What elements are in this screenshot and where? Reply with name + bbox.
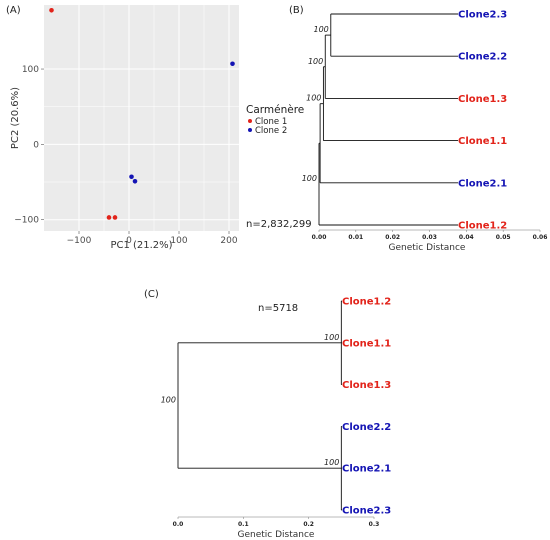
- tip-label: Clone1.3: [458, 94, 507, 105]
- axis-tick-label: 0.2: [303, 521, 314, 528]
- pca-point-clone2: [129, 174, 134, 180]
- axis-tick-label: 0.00: [312, 234, 327, 241]
- pca-points: [49, 7, 235, 220]
- bootstrap-label: 100: [308, 57, 323, 66]
- axis-tick-label: 0.02: [385, 234, 400, 241]
- axis-tick-label: 0.04: [459, 234, 474, 241]
- tree-b: 100 100 100 100 Clone2.3Clone2.2Clone1.3Clon…: [302, 10, 508, 232]
- tip-label: Clone1.3: [342, 380, 391, 391]
- legend-title: Carménère: [246, 104, 304, 116]
- pca-plot-area: [44, 5, 239, 231]
- tip-label: Clone1.2: [342, 297, 391, 308]
- pca-x-tick-label: 0: [126, 236, 132, 246]
- bootstrap-label: 100: [324, 458, 339, 467]
- tip-label: Clone1.1: [458, 136, 507, 147]
- tip-label: Clone1.2: [458, 221, 507, 232]
- pca-gridlines: [44, 5, 239, 231]
- pca-point-clone1: [49, 7, 54, 13]
- pca-point-clone2: [132, 178, 138, 184]
- tree-b-axis: 0.00 0.01 0.02 0.03 0.04 0.05 0.06: [312, 229, 548, 241]
- bootstrap-label: 100: [324, 333, 339, 342]
- pca-y-tick-label: −100: [14, 216, 39, 226]
- pca-x-tick-label: 200: [220, 236, 237, 246]
- pca-sample-count: n=2,832,299: [246, 219, 312, 230]
- tree-c: 100 100 100 Clone1.2Clone1.1Clone1.3Clone2.…: [161, 297, 392, 517]
- bootstrap-label: 100: [306, 94, 321, 103]
- axis-tick-label: 0.06: [533, 234, 548, 241]
- axis-tick-label: 0.0: [173, 521, 184, 528]
- pca-tick-labels: −100 0 100 200 −100 0 100: [14, 65, 238, 246]
- panel-a: (A) −100 0 100 200 −100 0 100 PC1 (21.2%) PC2 …: [6, 5, 312, 251]
- tip-label: Clone1.1: [342, 338, 391, 349]
- axis-tick-label: 0.03: [422, 234, 437, 241]
- tip-label: Clone2.2: [342, 422, 391, 433]
- pca-x-tick-label: 100: [170, 236, 187, 246]
- tip-label: Clone2.3: [458, 10, 507, 21]
- axis-tick-label: 0.3: [369, 521, 380, 528]
- tip-label: Clone2.1: [342, 464, 391, 475]
- axis-tick-label: 0.05: [496, 234, 511, 241]
- tree-c-axis: 0.0 0.1 0.2 0.3: [173, 516, 380, 528]
- tree-c-sample-count: n=5718: [258, 303, 298, 314]
- tip-label: Clone2.2: [458, 52, 507, 63]
- tip-label: Clone2.3: [342, 506, 391, 517]
- panel-a-label: (A): [6, 5, 21, 16]
- tree-b-axis-title: Genetic Distance: [389, 243, 466, 253]
- axis-tick-label: 0.01: [348, 234, 363, 241]
- pca-x-tick-label: −100: [67, 236, 92, 246]
- legend-clone2-label: Clone 2: [255, 126, 287, 136]
- pca-point-clone2: [230, 61, 235, 67]
- panel-c-label: (C): [144, 289, 159, 300]
- legend-clone1-label: Clone 1: [255, 117, 287, 127]
- pca-y-axis-title: PC2 (20.6%): [10, 87, 21, 149]
- pca-point-clone1: [106, 215, 112, 220]
- axis-tick-label: 0.1: [238, 521, 249, 528]
- panel-c: (C) n=5718 100 100 100 Clone1.2Clone1.1Clon…: [144, 289, 391, 540]
- pca-y-tick-label: 100: [22, 65, 39, 75]
- panel-b-label: (B): [289, 5, 304, 16]
- bootstrap-label: 100: [161, 396, 176, 405]
- legend-clone1-swatch: [248, 119, 252, 123]
- legend-clone2-swatch: [248, 128, 252, 132]
- pca-x-axis-title: PC1 (21.2%): [110, 240, 172, 251]
- panel-b: (B) 100 100 100 100 Clone2.3Clone2.2Clone1.3…: [289, 5, 547, 253]
- tree-c-axis-title: Genetic Distance: [238, 530, 315, 540]
- bootstrap-label: 100: [314, 25, 329, 34]
- pca-y-tick-label: 0: [33, 140, 39, 150]
- pca-point-clone1: [112, 215, 118, 220]
- pca-legend: Carménère Clone 1 Clone 2: [246, 104, 304, 136]
- tip-label: Clone2.1: [458, 178, 507, 189]
- bootstrap-label: 100: [302, 174, 317, 183]
